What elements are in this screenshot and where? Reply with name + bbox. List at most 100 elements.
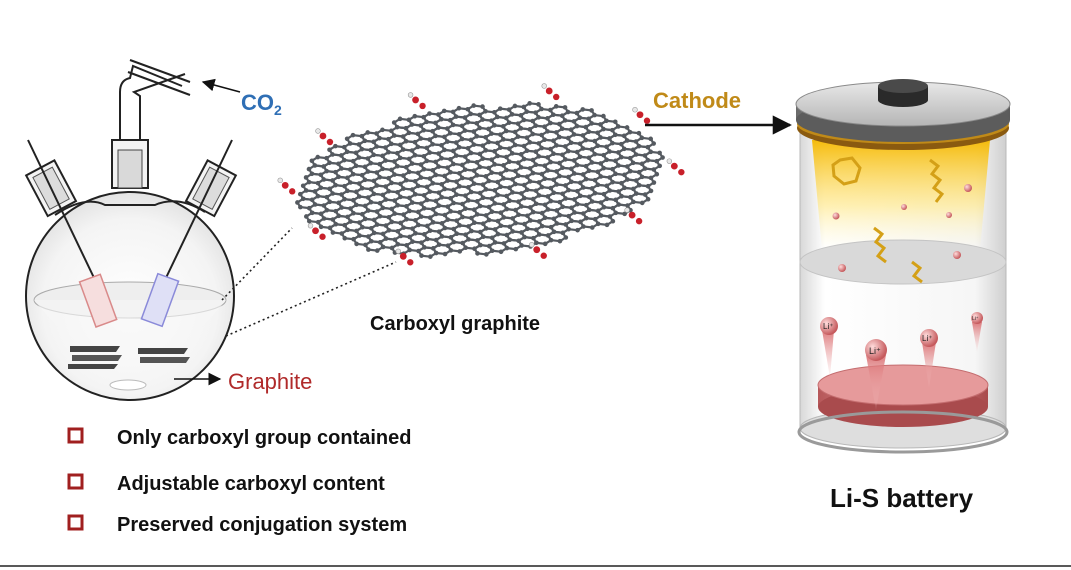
carbon-atom — [321, 203, 327, 208]
carbon-atom — [504, 167, 509, 173]
carbon-atom — [436, 125, 441, 130]
carbon-atom — [480, 143, 486, 148]
carbon-atom — [497, 106, 503, 111]
carbon-atom — [344, 136, 350, 142]
carbon-atom — [504, 206, 509, 212]
carbon-atom — [392, 198, 397, 203]
carbon-atom — [542, 124, 547, 129]
carbon-atom — [401, 225, 406, 230]
carbon-atom — [554, 169, 559, 174]
zoom-line-bottom — [225, 261, 397, 337]
carbon-atom — [654, 171, 660, 177]
carbon-atom — [518, 113, 524, 118]
carbon-atom — [365, 208, 371, 213]
carbon-atom — [577, 180, 583, 186]
carbon-atom — [413, 231, 418, 236]
carbon-atom — [415, 144, 421, 150]
carbon-atom — [398, 233, 404, 239]
carbon-atom — [433, 120, 438, 126]
carbon-atom — [419, 253, 424, 258]
carbon-atom — [483, 226, 489, 231]
carbon-atom — [486, 165, 492, 171]
carbon-atom — [465, 106, 471, 112]
carbon-atom — [610, 218, 616, 224]
carbon-atom — [309, 210, 315, 216]
carbon-atom — [592, 151, 598, 157]
carbon-atom — [336, 174, 341, 180]
carbon-atom — [433, 172, 439, 178]
carbon-atom — [556, 121, 562, 127]
carbon-atom — [578, 219, 583, 225]
carbon-atom — [618, 141, 624, 147]
carbon-atom — [610, 140, 615, 146]
carbon-atom — [374, 170, 380, 175]
carbon-atom — [521, 104, 527, 110]
carbon-atom — [356, 155, 362, 160]
carbon-atom — [551, 190, 557, 196]
carbon-atom — [639, 161, 645, 167]
carbon-atom — [327, 147, 332, 153]
carbon-atom — [472, 246, 477, 252]
carbon-atom — [439, 142, 444, 148]
carbon-atom — [542, 202, 548, 208]
carbon-atom — [468, 176, 474, 182]
carbon-atom — [519, 230, 524, 235]
carbon-atom — [483, 213, 489, 218]
carbon-atom — [577, 154, 583, 160]
carbon-atom — [386, 188, 391, 194]
carbon-atom — [610, 179, 615, 185]
carbon-atom — [515, 160, 521, 165]
carbon-atom — [427, 176, 433, 181]
oxygen-atom — [319, 233, 326, 240]
carbon-atom — [486, 139, 491, 145]
carbon-atom — [371, 230, 377, 236]
carbon-atom — [404, 203, 409, 209]
carbon-atom — [545, 194, 551, 199]
carbon-atom — [525, 213, 530, 219]
carbon-atom — [395, 189, 400, 195]
carbon-atom — [651, 167, 657, 172]
carbon-atom — [554, 143, 559, 148]
carbon-atom — [380, 166, 385, 172]
carbon-atom — [483, 134, 488, 140]
oxygen-atom — [678, 168, 685, 176]
carbon-atom — [539, 223, 545, 229]
carbon-atom — [386, 136, 391, 142]
carbon-atom — [465, 159, 471, 164]
carbon-atom — [545, 233, 551, 238]
carbon-atom — [545, 155, 550, 160]
carbon-atom — [410, 226, 415, 231]
carbon-atom — [416, 222, 421, 228]
carbon-atom — [604, 118, 609, 124]
carbon-atom — [595, 130, 600, 136]
carbon-atom — [404, 216, 409, 222]
carbon-atom — [562, 105, 568, 110]
carbon-atom — [486, 243, 492, 249]
carbon-atom — [539, 106, 544, 112]
carbon-atom — [427, 137, 432, 142]
carbon-atom — [510, 177, 515, 182]
carbon-atom — [636, 130, 642, 136]
carbon-atom — [530, 170, 536, 176]
carbon-atom — [604, 157, 609, 163]
carbon-atom — [568, 140, 574, 146]
li-ion-label-1: Li⁺ — [823, 322, 833, 331]
carbon-atom — [610, 205, 616, 211]
carbon-atom — [348, 219, 353, 224]
carbon-atom — [427, 228, 433, 233]
carbon-atom — [442, 186, 447, 192]
carbon-atom — [527, 140, 533, 145]
carbon-atom — [413, 217, 418, 223]
carbon-atom — [625, 203, 630, 208]
carbon-atom — [466, 198, 471, 203]
carbon-atom — [536, 219, 542, 224]
carbon-atom — [459, 123, 465, 129]
carbon-atom — [315, 219, 321, 225]
carbon-atom — [345, 214, 350, 220]
carbon-atom — [639, 200, 645, 206]
carbon-atom — [489, 131, 494, 136]
carbon-atom — [571, 132, 577, 137]
carbon-atom — [566, 174, 571, 180]
carbon-atom — [563, 196, 568, 201]
carbon-atom — [315, 180, 321, 186]
